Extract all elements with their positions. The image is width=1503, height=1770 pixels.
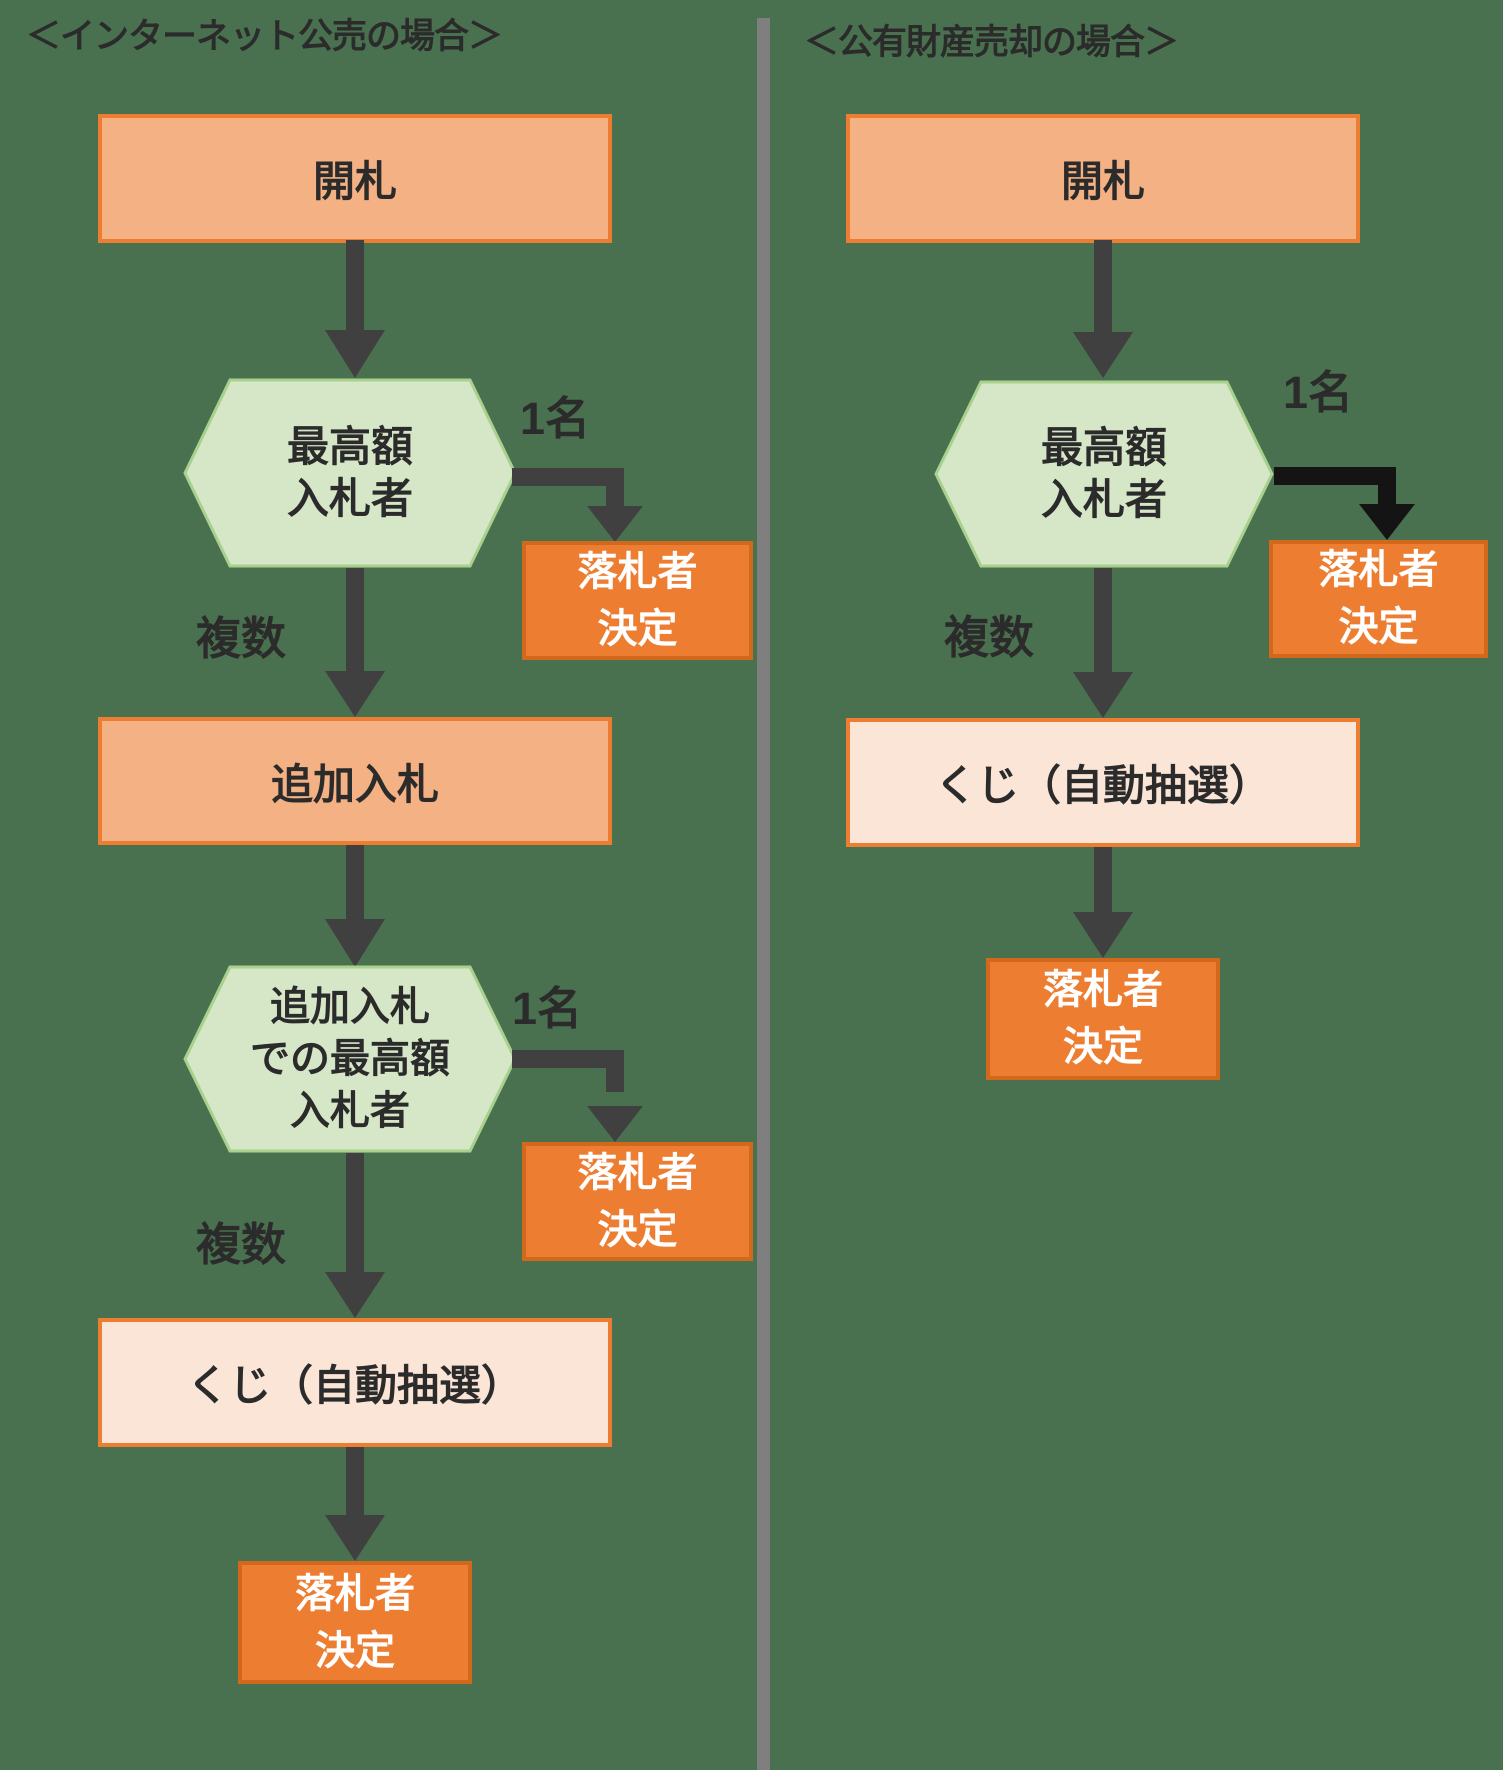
right-lottery-box: くじ（自動抽選） [846,718,1360,847]
winner-line2: 決定 [315,1628,395,1673]
left-elbow-arrow-1-horizontal [512,468,624,486]
left-highest-bidder-text: 最高額 入札者 [183,378,517,568]
column-divider [757,18,770,1770]
right-highest-bidder-text: 最高額 入札者 [934,380,1274,568]
right-one-bidder-label: 1名 [1283,367,1354,418]
left-highest-bidder-hexagon: 最高額 入札者 [183,378,517,568]
left-elbow-arrow-2-horizontal [512,1050,624,1068]
right-down-arrow-3-icon [1073,912,1133,958]
right-elbow-arrow-horizontal [1274,467,1396,485]
right-down-arrow-1-shaft [1094,240,1112,334]
left-down-arrow-4-icon [325,1272,385,1318]
left-down-arrow-2-icon [325,671,385,717]
left-additional-highest-bidder-line1: 追加入札 [270,985,430,1029]
left-down-arrow-1-icon [325,330,385,378]
left-lottery-label: くじ（自動抽選） [186,1362,523,1409]
left-elbow-arrow-2-icon [587,1106,643,1142]
left-one-bidder-label-2: 1名 [512,983,583,1034]
winner-line2: 決定 [1063,1025,1143,1069]
left-lottery-box: くじ（自動抽選） [98,1318,612,1447]
left-additional-highest-bidder-line2: での最高額 [250,1037,450,1081]
left-one-bidder-label-1: 1名 [520,393,591,444]
right-winner-box-1: 落札者 決定 [1269,540,1488,658]
left-elbow-arrow-1-vertical [606,468,624,510]
left-additional-highest-bidder-line3: 入札者 [290,1089,410,1133]
winner-line2: 決定 [597,1207,678,1252]
left-additional-bid-label: 追加入札 [270,760,439,808]
winner-line1: 落札者 [1318,548,1439,593]
left-down-arrow-1-shaft [346,240,364,332]
winner-line1: 落札者 [295,1571,415,1616]
right-down-arrow-2-icon [1073,672,1133,718]
left-column-title: ＜インターネット公売の場合＞ [26,17,503,56]
right-highest-bidder-line2: 入札者 [1040,476,1167,523]
winner-line2: 決定 [597,606,678,651]
left-additional-bid-box: 追加入札 [98,717,612,845]
left-multiple-bidders-label-1: 複数 [196,613,287,664]
left-winner-box-1: 落札者 決定 [522,541,753,660]
left-highest-bidder-line1: 最高額 [286,422,413,470]
left-winner-box-3: 落札者 決定 [238,1561,472,1684]
right-down-arrow-2-shaft [1094,568,1112,674]
winner-line2: 決定 [1338,605,1419,649]
right-elbow-arrow-vertical [1378,467,1396,506]
left-down-arrow-3-shaft [346,845,364,921]
winner-line1: 落札者 [577,1150,698,1195]
right-multiple-bidders-label: 複数 [944,612,1035,663]
left-elbow-arrow-1-icon [587,506,643,542]
left-additional-highest-bidder-text: 追加入札 での最高額 入札者 [183,965,517,1153]
left-open-bids-label: 開札 [312,158,397,205]
left-highest-bidder-line2: 入札者 [286,475,413,522]
hexagon-shape [934,380,1274,568]
left-open-bids-box: 開札 [98,114,612,243]
left-winner-box-2: 落札者 決定 [522,1142,753,1261]
right-elbow-arrow-icon [1359,504,1415,540]
left-down-arrow-3-icon [325,919,385,967]
right-highest-bidder-hexagon: 最高額 入札者 [934,380,1274,568]
left-down-arrow-5-shaft [346,1447,364,1517]
right-down-arrow-1-icon [1073,332,1133,378]
hexagon-polygon [934,380,1274,568]
left-down-arrow-2-shaft [346,568,364,674]
winner-line1: 落札者 [1043,968,1163,1013]
right-open-bids-box: 開札 [846,114,1360,243]
right-open-bids-label: 開札 [1060,158,1145,205]
left-down-arrow-4-shaft [346,1153,364,1273]
winner-line1: 落札者 [577,549,698,594]
left-down-arrow-5-icon [325,1515,385,1561]
right-column-title: ＜公有財産売却の場合＞ [804,23,1179,62]
right-highest-bidder-line1: 最高額 [1040,423,1167,471]
left-multiple-bidders-label-2: 複数 [196,1219,287,1270]
right-down-arrow-3-shaft [1094,847,1112,914]
right-winner-box-2: 落札者 決定 [986,958,1220,1080]
left-additional-highest-bidder-hexagon: 追加入札 での最高額 入札者 [183,965,517,1153]
right-lottery-label: くじ（自動抽選） [934,762,1271,809]
left-elbow-arrow-2-vertical [606,1050,624,1092]
